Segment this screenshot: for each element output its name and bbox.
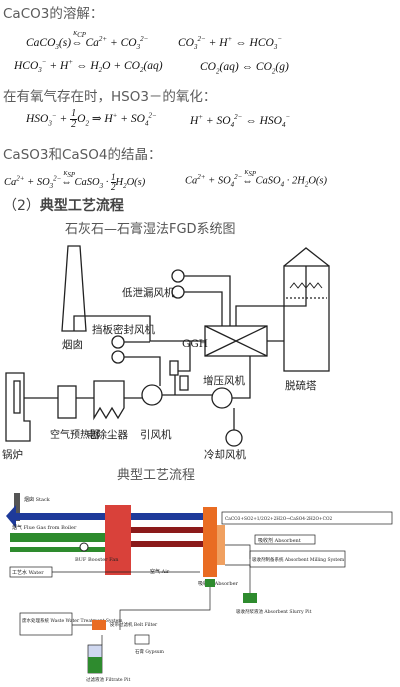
absorber-block (203, 507, 217, 577)
label-absorber: 吸收塔 Absorber (198, 580, 239, 587)
figure1-caption: 石灰石—石膏湿法FGD系统图 (65, 222, 236, 237)
equation-caco3-dissolution: CaCO3(s)⇔KCP Ca2+ + CO32− (26, 30, 149, 52)
label-waste-water: 废水处理系统 Waste Water Treatment System (22, 617, 123, 624)
induced-fan-shape (141, 384, 163, 406)
label-ggh: GGH (182, 338, 208, 350)
label-gypsum: 石膏 Gypsum (135, 648, 165, 655)
oxidation-heading: 在有氧气存在时，HSO3－的氧化： (3, 89, 217, 105)
boiler-shape (5, 372, 31, 442)
process-flow-diagram: 烟囱 Stack 烟气 Flue Gas from Boiler 吸收塔 Abs… (6, 493, 393, 683)
figure2-caption: 典型工艺流程 (117, 468, 196, 483)
label-cooling-fan: 冷却风机 (204, 448, 246, 461)
label-belt-filter: 皮带过滤机 Belt Filter (110, 621, 158, 628)
label-flue-gas: 烟气 Flue Gas from Boiler (12, 524, 77, 531)
label-milling: 吸收剂制备系统 Absorbent Milling System (252, 556, 345, 563)
label-boiler: 锅炉 (2, 449, 23, 461)
label-induced-fan: 引风机 (140, 428, 172, 441)
label-process-water: 工艺水 Water (12, 569, 44, 576)
flue-gas-duct (10, 533, 120, 542)
esp-shape (93, 380, 125, 421)
ggh-block (105, 505, 131, 575)
label-air-preheater: 空气预热器 (50, 428, 100, 441)
crystallization-heading: CaSO3和CaSO4的结晶： (3, 147, 162, 163)
label-desulf-tower: 脱硫塔 (285, 379, 317, 392)
label-baffle-seal-fan: 挡板密封风机 (92, 323, 155, 336)
label-air: 空气 Air (150, 568, 170, 575)
label-booster-fan: 增压风机 (203, 374, 245, 387)
label-chimney: 烟囱 (62, 338, 83, 351)
label-low-leak-fan: 低泄漏风机 (122, 286, 175, 299)
equation-co2-release: CO2(aq) ⇔ CO2(g) (200, 61, 289, 76)
air-preheater-shape (57, 385, 77, 419)
equation-bicarbonate: HCO3− + H+ ⇔ H2O + CO2(aq) (14, 58, 163, 75)
dissolution-heading: CaCO3的溶解： (3, 6, 104, 22)
booster-fan-shape (211, 387, 233, 409)
process-title: （2）典型工艺流程 (3, 198, 124, 214)
label-absorbent: 吸收剂 Absorbent (258, 537, 301, 544)
label-stack: 烟囱 Stack (24, 496, 51, 503)
label-reaction: CaCO3+SO2+1/2O2+2H2O→CaSO4·2H2O+CO2 (225, 517, 332, 522)
label-filtrate-pit: 过滤液池 Filtrate Pit (86, 676, 130, 683)
cooling-fan-shape (225, 429, 243, 447)
equation-sulfate-protonation: H+ + SO42− ⇔ HSO4− (190, 113, 291, 130)
label-buf: BUF Booster Fan (75, 557, 119, 563)
label-slurry-pit: 吸收剂浆液池 Absorbent Slurry Pit (236, 608, 312, 615)
label-esp: 电除尘器 (86, 428, 128, 441)
equation-caso4-crystal: Ca2+ + SO42−⇔KSP CaSO4 · 2H2O(s) (185, 169, 328, 189)
equation-carbonate-protonation: CO32− + H+ ⇔ HCO3− (178, 35, 283, 52)
chimney-shape (61, 245, 87, 332)
fgd-system-diagram: 低泄漏风机 挡板密封风机 烟囱 GGH 增压风机 脱硫塔 锅炉 空气预热器 电除… (2, 245, 330, 461)
